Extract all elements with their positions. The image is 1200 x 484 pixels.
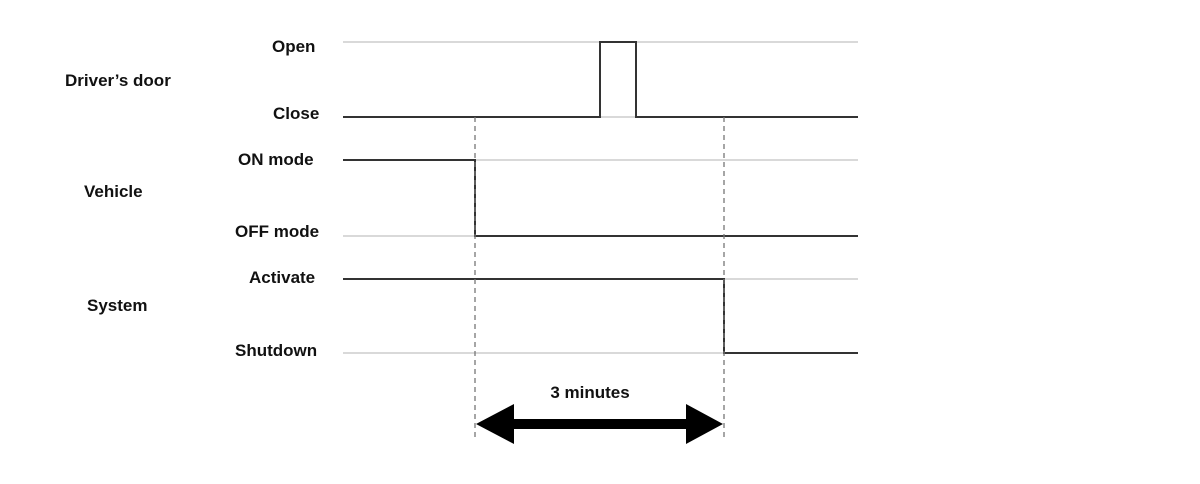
- signal-name-drivers-door: Driver’s door: [65, 71, 171, 90]
- signal-group-drivers-door: Driver’s door Open Close: [65, 37, 858, 123]
- state-label-activate: Activate: [249, 268, 315, 287]
- state-label-close: Close: [273, 104, 319, 123]
- vehicle-signal-trace: [343, 159, 858, 237]
- interval-indicator: 3 minutes: [476, 383, 723, 444]
- state-label-on-mode: ON mode: [238, 150, 314, 169]
- state-label-shutdown: Shutdown: [235, 341, 317, 360]
- signal-group-system: System Activate Shutdown: [87, 268, 858, 360]
- double-arrow-icon: [476, 404, 723, 444]
- interval-label: 3 minutes: [550, 383, 629, 402]
- signal-name-system: System: [87, 296, 147, 315]
- state-label-open: Open: [272, 37, 315, 56]
- door-signal-trace: [343, 41, 858, 118]
- signal-name-vehicle: Vehicle: [84, 182, 143, 201]
- system-signal-trace: [343, 278, 858, 354]
- signal-group-vehicle: Vehicle ON mode OFF mode: [84, 150, 858, 241]
- state-label-off-mode: OFF mode: [235, 222, 319, 241]
